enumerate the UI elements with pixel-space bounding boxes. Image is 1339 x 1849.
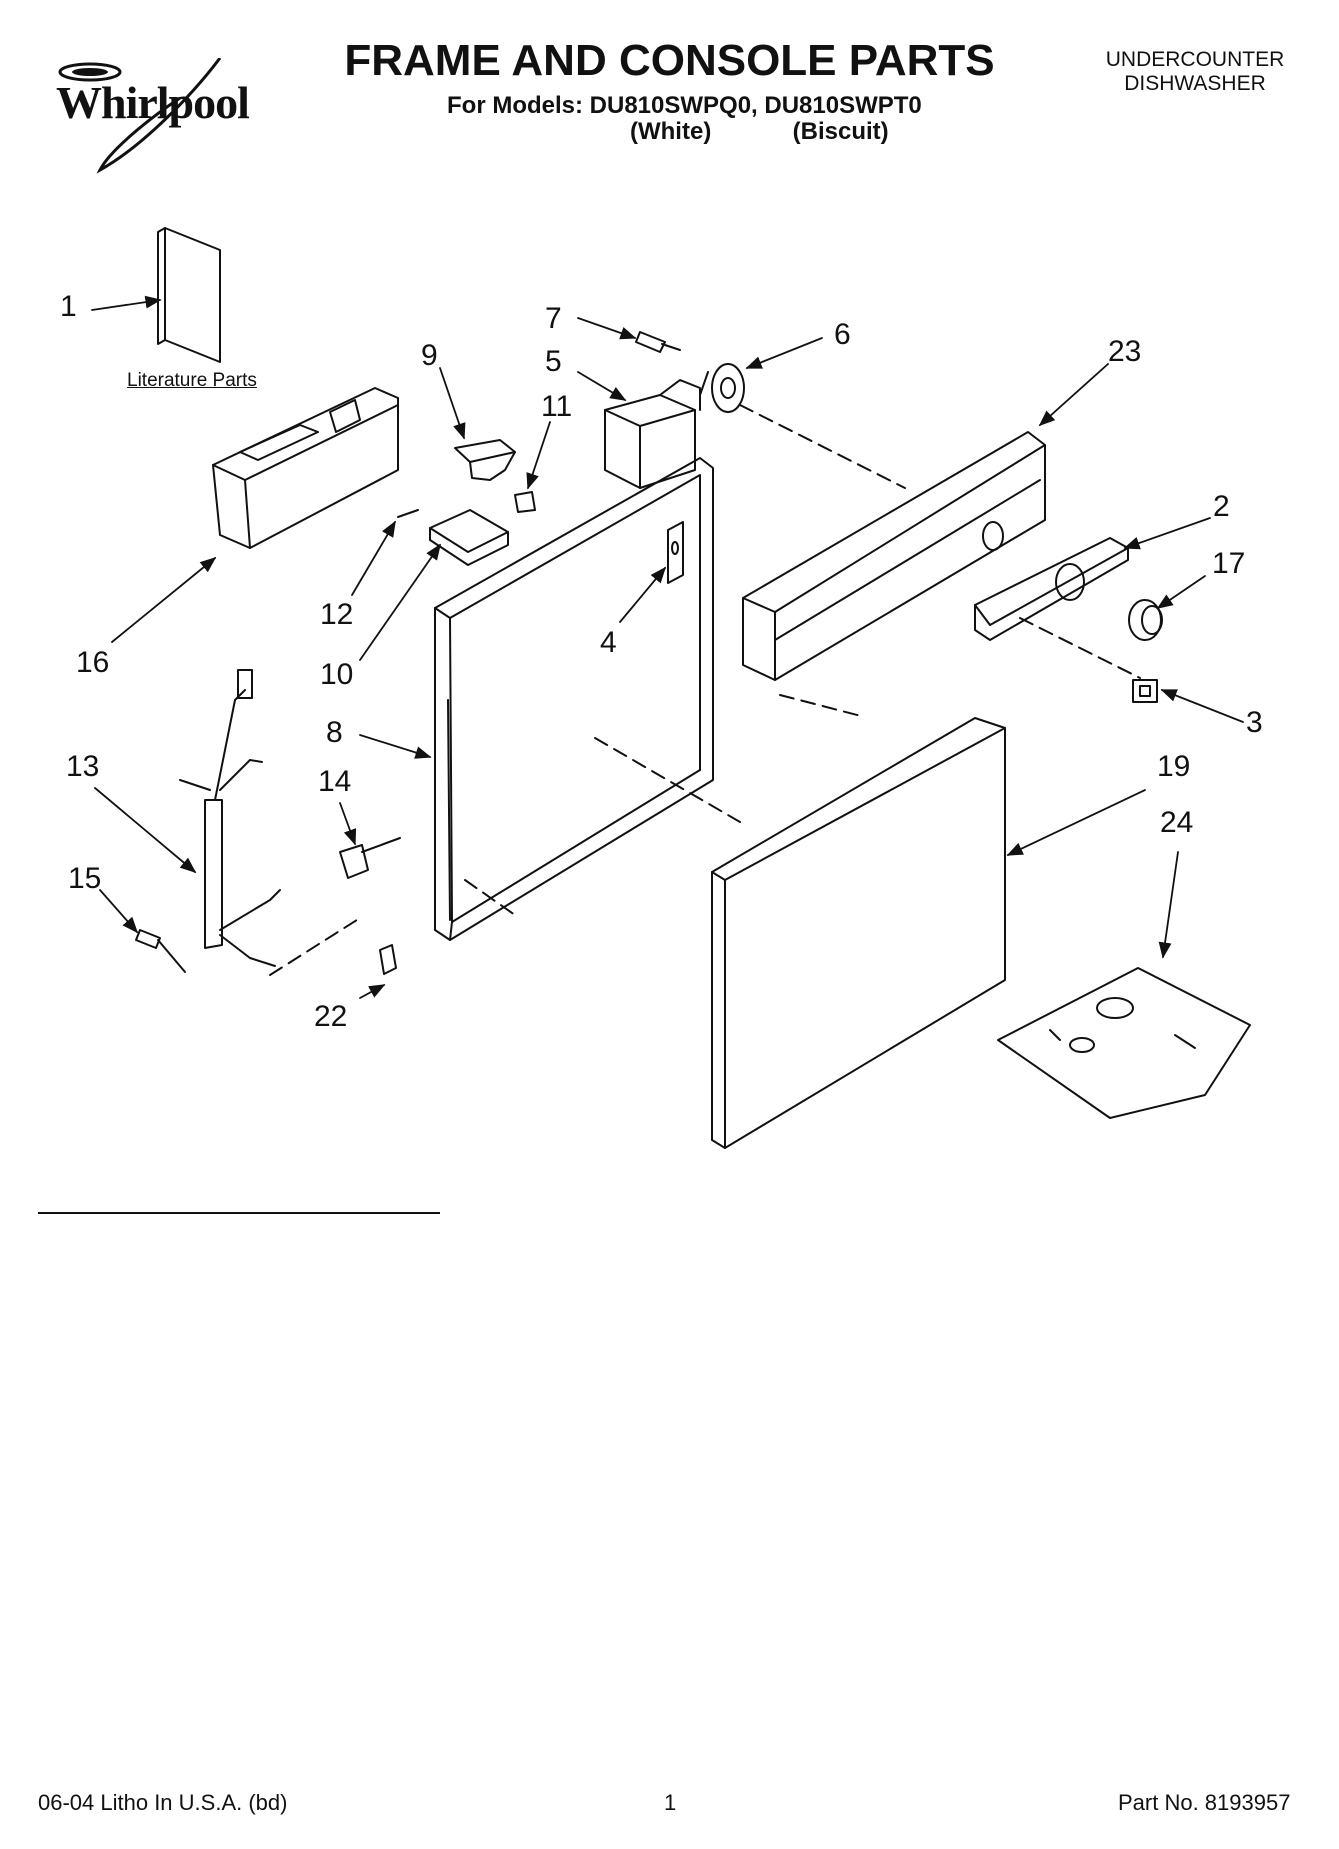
part-12-pin xyxy=(397,509,419,518)
callout-3: 3 xyxy=(1246,706,1263,739)
callout-2: 2 xyxy=(1213,490,1230,523)
callout-24: 24 xyxy=(1160,806,1194,839)
footer-print-info: 06-04 Litho In U.S.A. (bd) xyxy=(38,1790,288,1815)
callout-12: 12 xyxy=(320,598,354,631)
callout-8: 8 xyxy=(326,716,343,749)
product-type-line-1: UNDERCOUNTER xyxy=(1105,48,1285,71)
callout-10: 10 xyxy=(320,658,354,691)
part-23-console xyxy=(742,431,1046,681)
brand-wordmark: Whirlpool xyxy=(56,77,250,128)
part-9-bracket xyxy=(454,439,516,481)
models-line: For Models: DU810SWPQ0, DU810SWPT0 xyxy=(447,92,922,119)
callout-11: 11 xyxy=(541,390,573,423)
callout-7: 7 xyxy=(545,302,562,335)
part-4-latch xyxy=(667,521,684,584)
callout-17: 17 xyxy=(1212,547,1246,580)
page-title: FRAME AND CONSOLE PARTS xyxy=(344,36,995,85)
part-17-knob xyxy=(1128,599,1163,641)
footer-page-number: 1 xyxy=(664,1790,677,1815)
callout-16: 16 xyxy=(76,646,110,679)
part-19-door-panel xyxy=(711,717,1006,1149)
part-24-parts-bag xyxy=(997,967,1251,1119)
section-divider xyxy=(38,1212,440,1214)
part-8-frame xyxy=(434,457,714,941)
callout-14: 14 xyxy=(318,765,352,798)
part-14-sensor xyxy=(339,837,401,879)
assembly-lines xyxy=(269,404,1141,976)
part-6-knob xyxy=(699,363,745,413)
product-type: UNDERCOUNTER DISHWASHER xyxy=(1080,48,1310,96)
variant-white: (White) xyxy=(630,118,712,145)
model-variants: (White) (Biscuit) xyxy=(630,118,889,146)
part-22-clip xyxy=(379,944,397,975)
callout-9: 9 xyxy=(421,339,438,372)
leader-arrows xyxy=(91,295,1244,999)
product-type-line-2: DISHWASHER xyxy=(1124,72,1266,95)
literature-parts-label: Literature Parts xyxy=(127,370,257,391)
callout-5: 5 xyxy=(545,345,562,378)
callout-23: 23 xyxy=(1108,335,1142,368)
callout-19: 19 xyxy=(1157,750,1191,783)
part-10-bracket xyxy=(429,509,509,566)
part-13-harness xyxy=(179,669,281,967)
part-3-button xyxy=(1132,679,1158,703)
whirlpool-logo xyxy=(58,58,222,174)
part-11-clip xyxy=(514,491,536,513)
callout-22: 22 xyxy=(314,1000,348,1033)
part-7-screw xyxy=(635,331,681,353)
callout-13: 13 xyxy=(66,750,100,783)
callout-1: 1 xyxy=(60,290,77,323)
page-title-wrap: FRAME AND CONSOLE PARTS xyxy=(0,36,1339,86)
callout-4: 4 xyxy=(600,626,617,659)
part-16-cover xyxy=(212,387,399,549)
callout-15: 15 xyxy=(68,862,102,895)
part-1-literature xyxy=(157,227,221,363)
part-2-panel xyxy=(974,537,1129,641)
part-5-switch xyxy=(604,379,701,489)
part-15-screw xyxy=(135,929,186,973)
footer-part-number: Part No. 8193957 xyxy=(1118,1790,1291,1815)
variant-biscuit: (Biscuit) xyxy=(792,118,889,145)
callout-6: 6 xyxy=(834,318,851,351)
